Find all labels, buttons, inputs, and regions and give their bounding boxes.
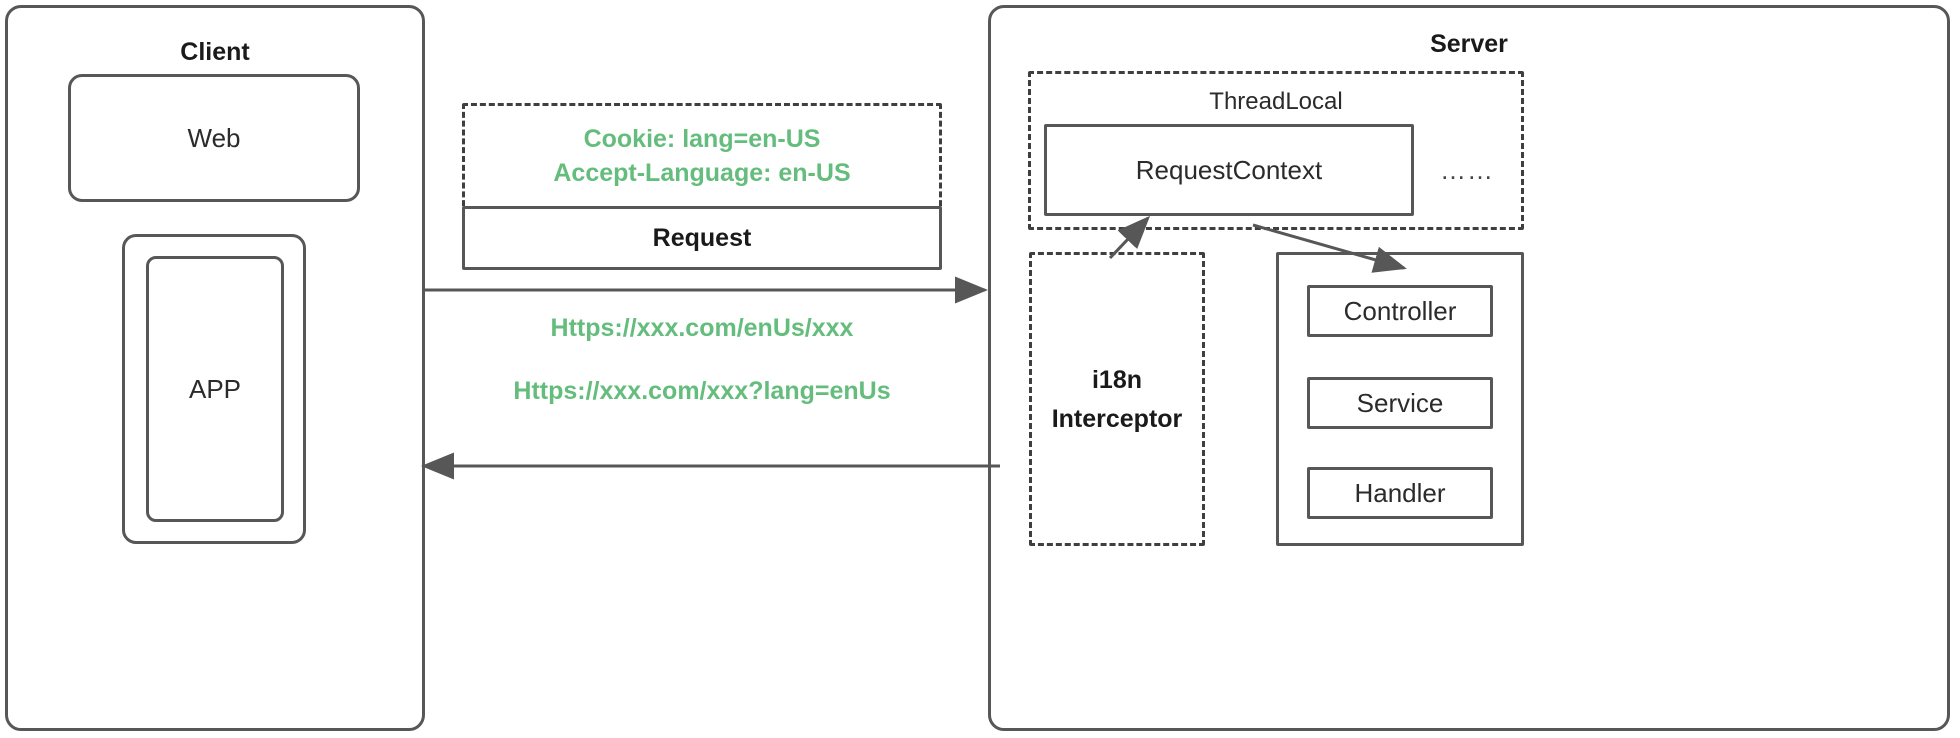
i18n-interceptor-line2: Interceptor xyxy=(1051,405,1183,433)
layer-controller-box: Controller xyxy=(1307,285,1493,337)
server-layers-box: Controller Service Handler xyxy=(1276,252,1524,546)
client-app-inner: APP xyxy=(146,256,284,522)
client-title: Client xyxy=(180,38,250,66)
header-accept-language: Accept-Language: en-US xyxy=(553,159,851,187)
layer-handler-box: Handler xyxy=(1307,467,1493,519)
request-context-box: RequestContext xyxy=(1044,124,1414,216)
threadlocal-title: ThreadLocal xyxy=(1209,88,1343,115)
client-app-label: APP xyxy=(188,373,242,404)
url-query-param: Https://xxx.com/xxx?lang=enUs xyxy=(513,377,891,405)
layer-service-box: Service xyxy=(1307,377,1493,429)
threadlocal-ellipsis: …… xyxy=(1440,155,1494,185)
i18n-interceptor-line1: i18n xyxy=(1091,366,1143,394)
request-box: Request xyxy=(462,206,942,270)
layer-handler-label: Handler xyxy=(1354,477,1446,508)
layer-service-label: Service xyxy=(1356,387,1444,418)
client-web-label: Web xyxy=(187,122,241,153)
client-web-box: Web xyxy=(68,74,360,202)
request-context-label: RequestContext xyxy=(1135,154,1323,185)
layer-controller-label: Controller xyxy=(1343,295,1457,326)
header-cookie: Cookie: lang=en-US xyxy=(583,125,821,153)
i18n-interceptor-box: i18n Interceptor xyxy=(1029,252,1205,546)
server-title: Server xyxy=(1430,30,1508,58)
url-path-prefix: Https://xxx.com/enUs/xxx xyxy=(550,314,854,342)
request-label: Request xyxy=(652,223,752,252)
